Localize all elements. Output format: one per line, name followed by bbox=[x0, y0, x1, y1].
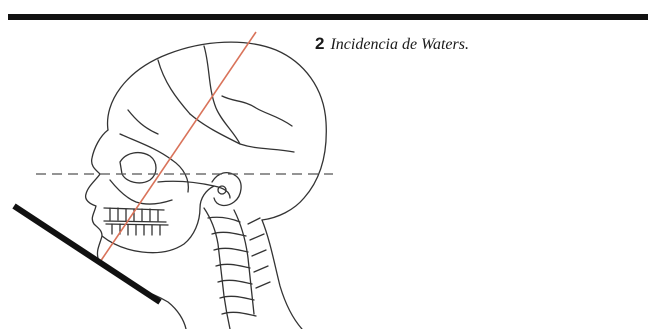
cervical-spine bbox=[204, 208, 230, 329]
figure-caption: 2 Incidencia de Waters. bbox=[315, 34, 469, 54]
image-receptor bbox=[14, 206, 160, 302]
cranium-outline bbox=[108, 42, 327, 220]
skull-illustration bbox=[8, 30, 333, 329]
central-beam-line bbox=[100, 32, 256, 262]
figure-number: 2 bbox=[315, 34, 324, 53]
caption-text: Incidencia de Waters. bbox=[330, 36, 468, 53]
orbit bbox=[120, 153, 156, 183]
top-rule bbox=[8, 14, 648, 20]
